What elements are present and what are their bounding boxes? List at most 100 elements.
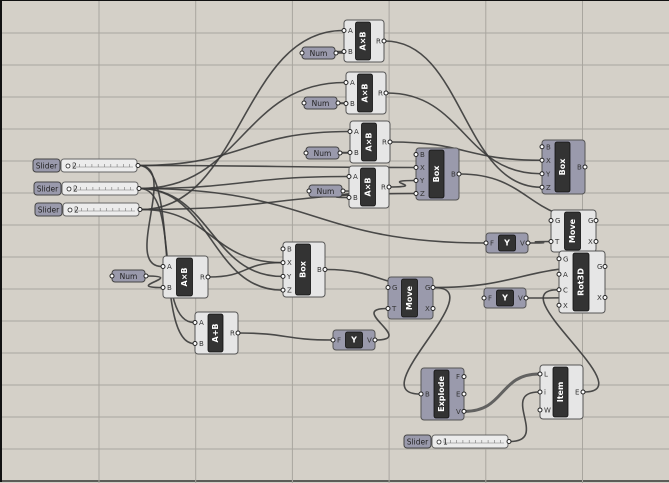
input-port-g[interactable] bbox=[548, 218, 554, 223]
input-port-y[interactable] bbox=[280, 273, 286, 279]
num-param[interactable]: Num bbox=[306, 184, 346, 198]
wire[interactable] bbox=[139, 187, 486, 244]
wire[interactable] bbox=[389, 179, 416, 188]
input-port-f[interactable] bbox=[481, 295, 487, 301]
wire[interactable] bbox=[542, 288, 600, 393]
output-port-e[interactable] bbox=[461, 391, 467, 397]
output-port-v[interactable] bbox=[372, 337, 378, 343]
input-port-g[interactable] bbox=[385, 285, 391, 290]
output-port-g[interactable] bbox=[593, 218, 599, 223]
slider-grip[interactable] bbox=[65, 163, 71, 169]
output-port[interactable] bbox=[335, 100, 341, 106]
input-port-g[interactable] bbox=[556, 256, 562, 262]
input-port[interactable] bbox=[299, 50, 305, 56]
num-param[interactable]: Num bbox=[299, 46, 339, 60]
input-port-b[interactable] bbox=[413, 152, 419, 157]
input-port-l[interactable] bbox=[537, 371, 543, 377]
wire[interactable] bbox=[386, 92, 542, 175]
input-port-a[interactable] bbox=[556, 271, 562, 277]
wire[interactable] bbox=[373, 307, 390, 341]
output-port-r[interactable] bbox=[387, 139, 393, 145]
output-port-r[interactable] bbox=[205, 274, 211, 280]
output-port-x[interactable] bbox=[430, 306, 436, 311]
wire[interactable] bbox=[146, 275, 163, 289]
input-port[interactable] bbox=[306, 188, 312, 194]
wire[interactable] bbox=[139, 81, 346, 190]
wire[interactable] bbox=[138, 164, 163, 268]
num-param[interactable]: Num bbox=[301, 96, 341, 110]
input-port-y[interactable] bbox=[413, 178, 419, 183]
input-port-i[interactable] bbox=[537, 389, 543, 395]
output-port-b[interactable] bbox=[582, 164, 588, 170]
output-port-x[interactable] bbox=[593, 239, 599, 244]
output-port-f[interactable] bbox=[461, 374, 467, 380]
output-port-r[interactable] bbox=[235, 330, 241, 336]
wire[interactable] bbox=[140, 208, 283, 264]
output-port[interactable] bbox=[506, 439, 512, 444]
wire[interactable] bbox=[403, 286, 451, 395]
input-port-b[interactable] bbox=[347, 150, 353, 155]
output-port[interactable] bbox=[136, 186, 142, 191]
output-port-x[interactable] bbox=[602, 295, 608, 300]
input-port-a[interactable] bbox=[347, 129, 353, 134]
output-port-b[interactable] bbox=[322, 267, 328, 272]
slider-grip[interactable] bbox=[67, 207, 73, 213]
wire[interactable] bbox=[139, 187, 283, 291]
input-port-b[interactable] bbox=[539, 144, 545, 150]
output-port[interactable] bbox=[333, 50, 339, 56]
wire[interactable] bbox=[528, 240, 551, 244]
input-port-x[interactable] bbox=[539, 157, 545, 163]
input-port-w[interactable] bbox=[537, 407, 543, 413]
input-port-z[interactable] bbox=[413, 191, 419, 196]
output-port-r[interactable] bbox=[381, 38, 387, 44]
output-port-b[interactable] bbox=[456, 171, 462, 177]
input-port-c[interactable] bbox=[556, 287, 562, 293]
input-port-a[interactable] bbox=[346, 174, 352, 179]
input-port-z[interactable] bbox=[539, 184, 545, 190]
input-port-a[interactable] bbox=[343, 80, 349, 85]
slider-grip[interactable] bbox=[436, 439, 442, 445]
input-port-f[interactable] bbox=[330, 337, 336, 343]
output-port-g[interactable] bbox=[430, 285, 436, 290]
output-port-e[interactable] bbox=[580, 389, 586, 395]
input-port[interactable] bbox=[109, 273, 115, 279]
num-param[interactable]: Num bbox=[109, 269, 149, 283]
input-port-y[interactable] bbox=[539, 171, 545, 177]
wire[interactable] bbox=[208, 261, 283, 278]
input-port-b[interactable] bbox=[346, 195, 352, 200]
output-port[interactable] bbox=[340, 188, 346, 194]
input-port-b[interactable] bbox=[343, 101, 349, 106]
output-port-r[interactable] bbox=[383, 90, 389, 96]
input-port-b[interactable] bbox=[418, 391, 424, 397]
input-port-b[interactable] bbox=[192, 341, 198, 346]
input-port-b[interactable] bbox=[341, 49, 347, 54]
slider-grip[interactable] bbox=[66, 186, 72, 192]
input-port-x[interactable] bbox=[556, 302, 562, 308]
input-port-a[interactable] bbox=[192, 320, 198, 325]
input-port[interactable] bbox=[303, 150, 309, 156]
output-port-v[interactable] bbox=[523, 295, 529, 301]
input-port-b[interactable] bbox=[160, 285, 166, 290]
output-port-v[interactable] bbox=[461, 408, 467, 414]
wire[interactable] bbox=[139, 175, 349, 190]
output-port-v[interactable] bbox=[525, 240, 531, 246]
input-port-x[interactable] bbox=[280, 260, 286, 266]
input-port[interactable] bbox=[301, 100, 307, 106]
wire[interactable] bbox=[238, 332, 333, 341]
input-port-z[interactable] bbox=[280, 287, 286, 293]
